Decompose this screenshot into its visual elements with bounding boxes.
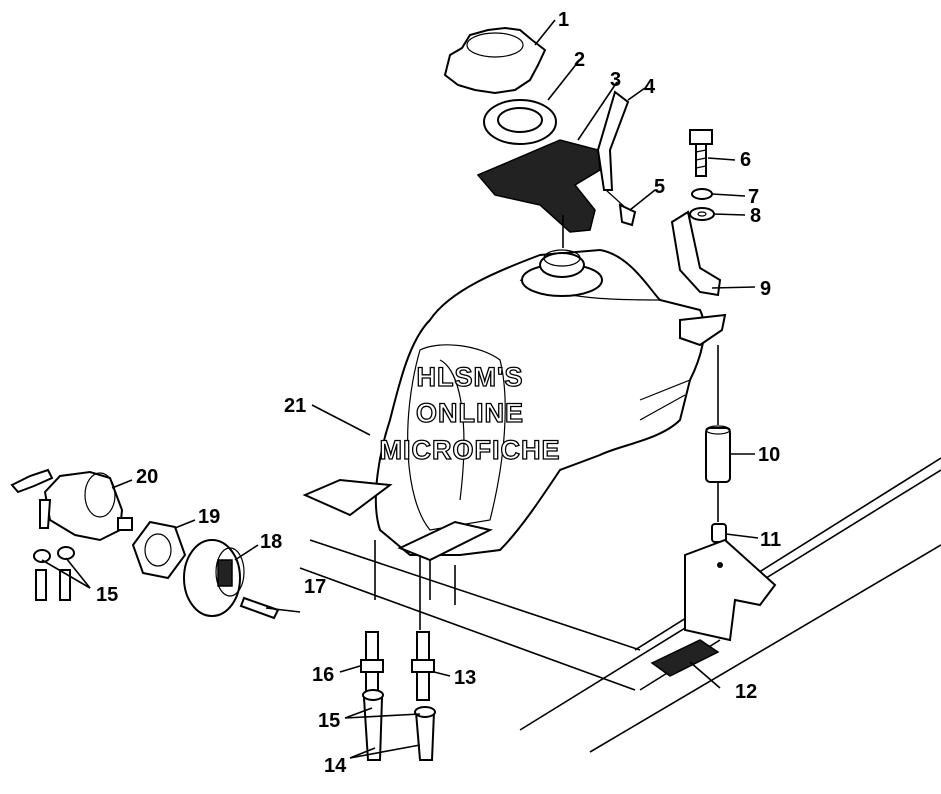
- fuel-cap: [443, 26, 547, 95]
- callout-18: 18: [260, 531, 282, 553]
- flat-washer: [689, 207, 715, 221]
- filter-cap: [183, 539, 245, 617]
- callout-labels: 1 2 3 4 5 6 7 8 9 10 11 12 13 14 15 15 1…: [96, 9, 781, 777]
- bushing: [711, 523, 727, 543]
- callout-17: 17: [304, 576, 326, 598]
- watermark-line-1: HLSM'S: [417, 362, 524, 392]
- callout-11: 11: [760, 529, 781, 551]
- lock-washer: [691, 188, 713, 200]
- vent-hose: [596, 90, 630, 211]
- mount-bolt: [689, 129, 713, 177]
- callout-5: 5: [654, 176, 665, 198]
- foam-filler: [476, 139, 601, 233]
- callout-20: 20: [136, 466, 158, 488]
- callout-14: 14: [324, 755, 347, 777]
- callout-10: 10: [758, 444, 780, 466]
- callout-15-bottom: 15: [318, 710, 340, 732]
- screw: [239, 596, 280, 620]
- callout-1: 1: [558, 9, 569, 31]
- fuel-pump: [10, 468, 133, 542]
- leader-lines: [41, 19, 759, 759]
- callout-13: 13: [454, 667, 476, 689]
- callout-12: 12: [735, 681, 757, 703]
- callout-15-left: 15: [96, 584, 118, 606]
- callout-7: 7: [748, 186, 759, 208]
- fuel-hoses: [362, 689, 436, 761]
- callout-16: 16: [312, 664, 334, 686]
- callout-3: 3: [610, 69, 621, 91]
- callout-4: 4: [644, 76, 656, 98]
- fuel-tank: [302, 248, 706, 562]
- cap-gasket: [483, 99, 557, 145]
- lock-nut: [131, 520, 187, 580]
- callout-9: 9: [760, 278, 771, 300]
- spacer: [705, 425, 731, 483]
- mount-bracket: [670, 210, 727, 347]
- fuel-valve-left: [360, 631, 384, 693]
- fuel-valve-right: [411, 631, 435, 701]
- floor-pad: [650, 639, 720, 677]
- frame-mount: [684, 538, 777, 642]
- callout-19: 19: [198, 506, 220, 528]
- watermark-line-3: MICROFICHE: [380, 435, 561, 465]
- callout-8: 8: [750, 205, 761, 227]
- callout-21: 21: [284, 395, 306, 417]
- watermark-line-2: ONLINE: [416, 398, 524, 428]
- pump-hoses: [33, 546, 75, 601]
- callout-2: 2: [574, 49, 585, 71]
- callout-6: 6: [740, 149, 751, 171]
- watermark: HLSM'S ONLINE MICROFICHE: [379, 361, 561, 465]
